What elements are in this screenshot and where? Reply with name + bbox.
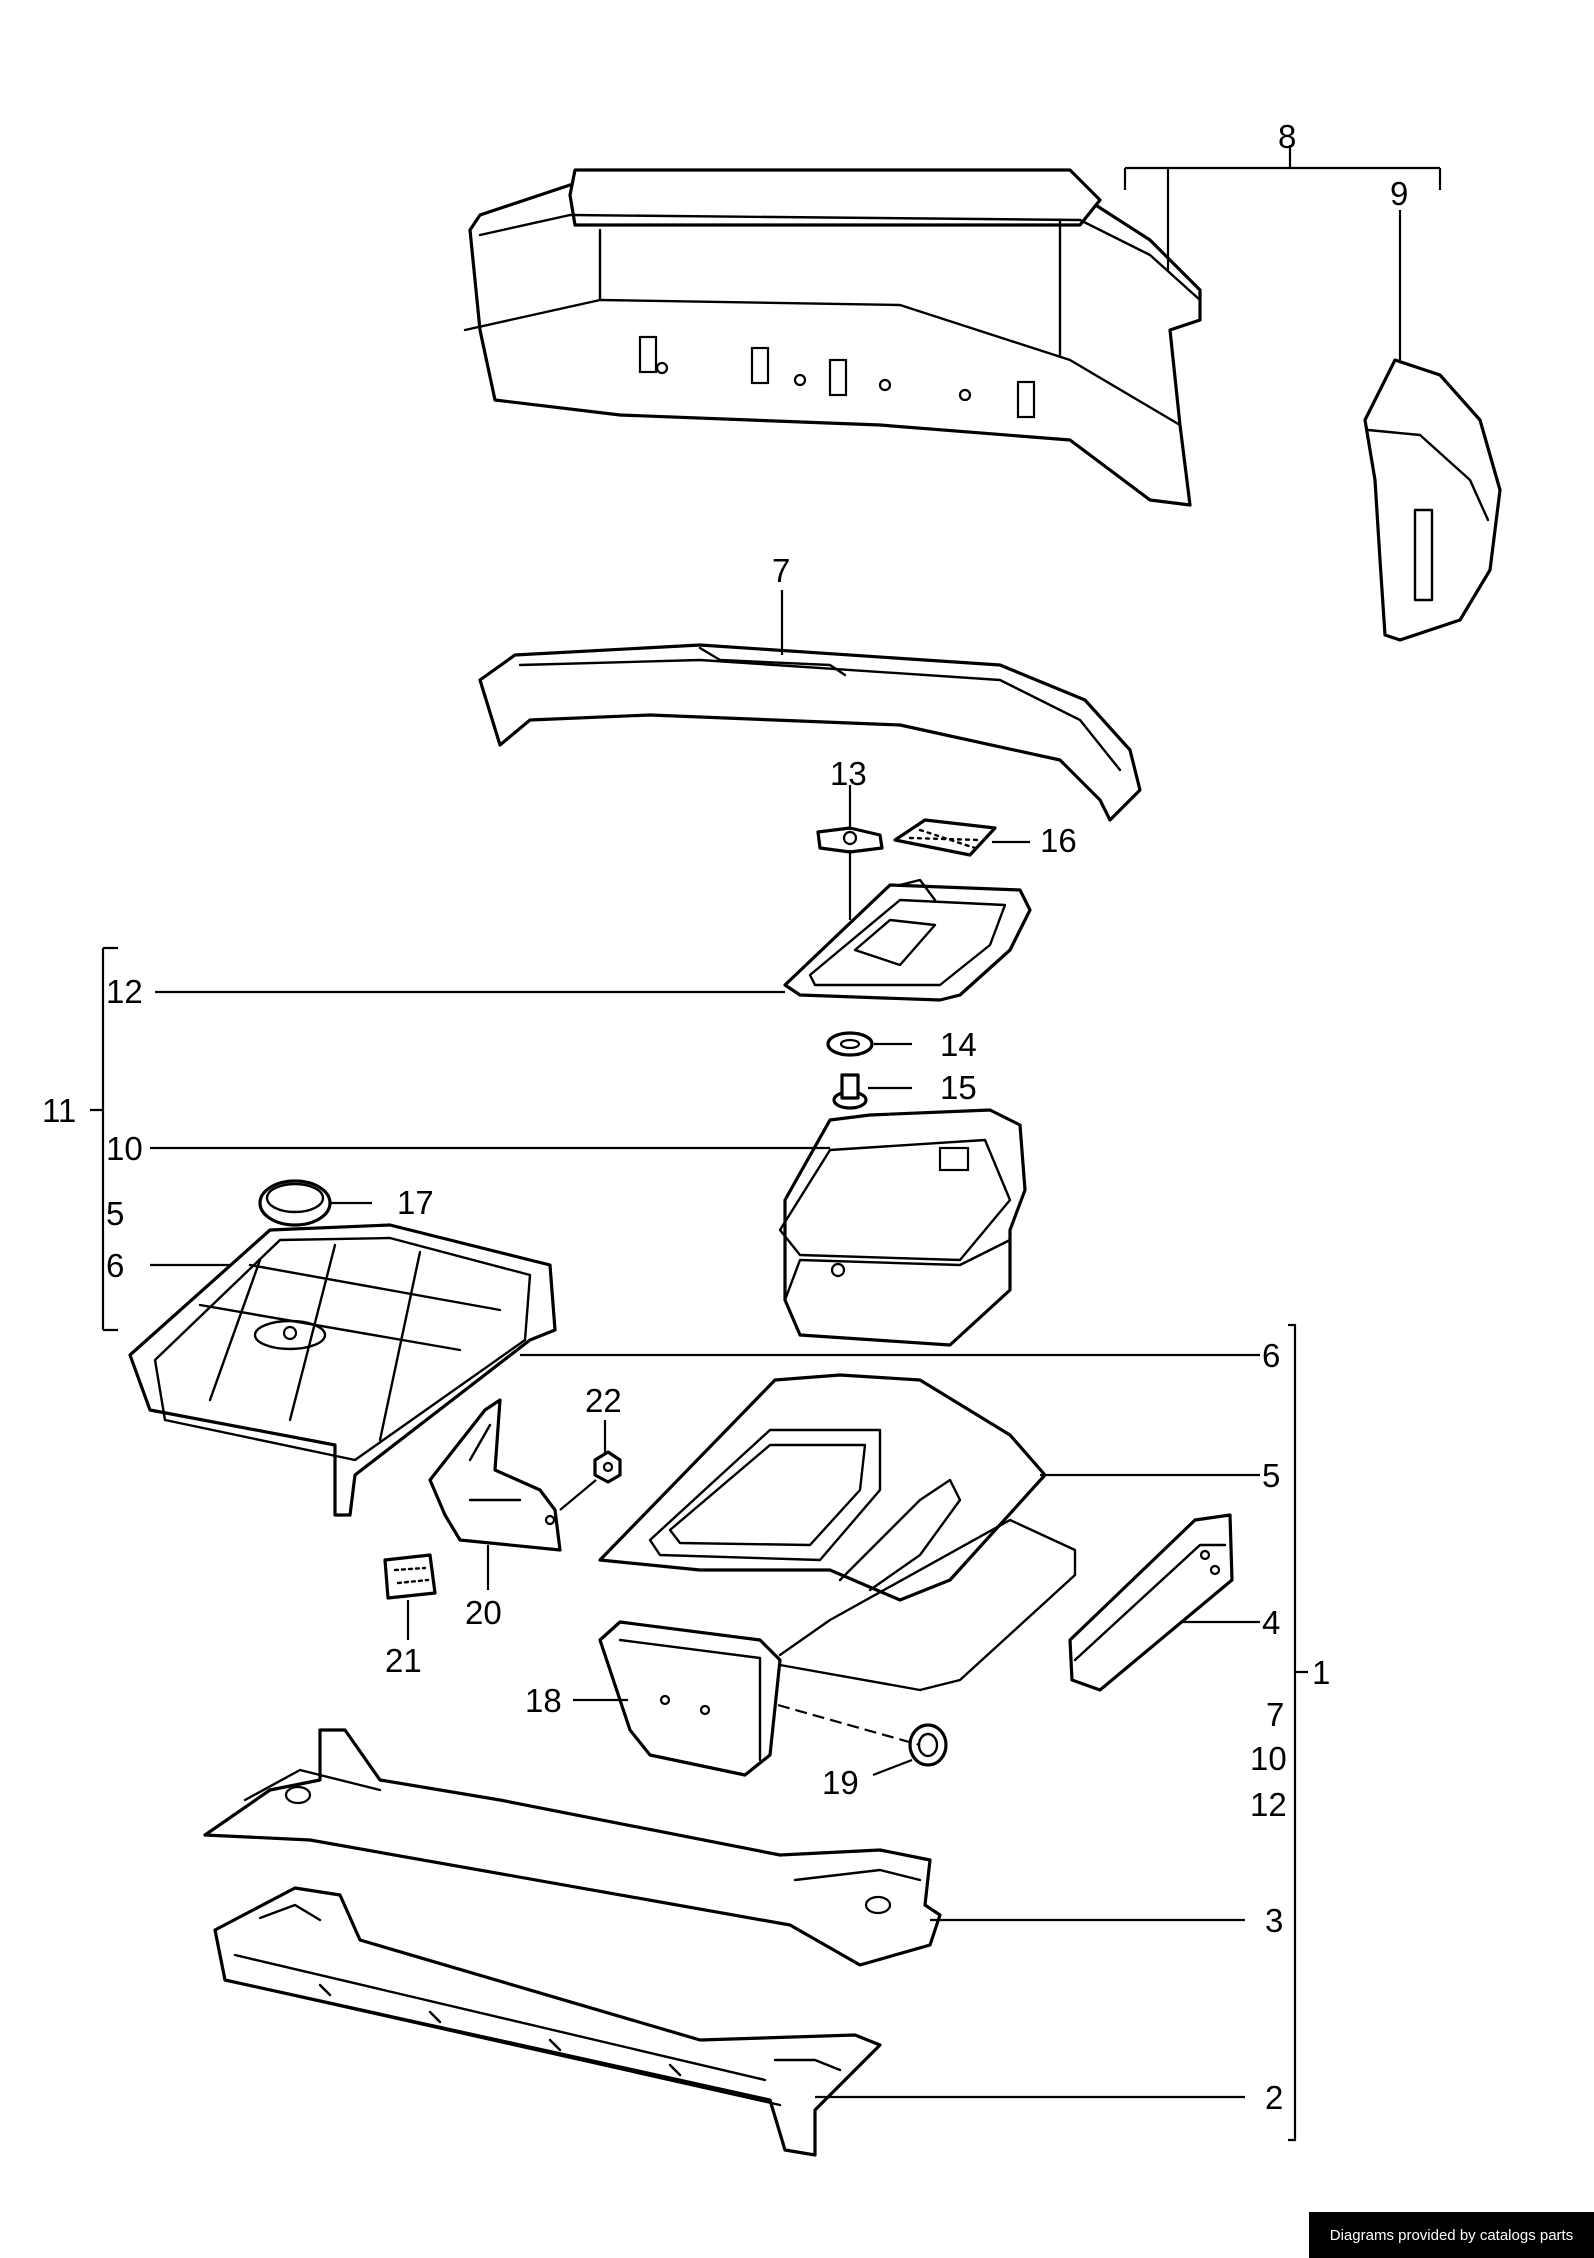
callout-14: 14	[940, 1026, 977, 1063]
part-12-tray-cover[interactable]	[783, 878, 1032, 1002]
part-14-washer[interactable]	[826, 1031, 874, 1057]
callout-6: 6	[106, 1247, 124, 1284]
callout-7-right: 7	[1266, 1696, 1284, 1733]
part-6-floor-tray[interactable]	[128, 1223, 557, 1517]
callout-13: 13	[830, 755, 867, 792]
part-15-screw[interactable]	[832, 1073, 868, 1110]
credit-text: Diagrams provided by catalogs parts	[1329, 2226, 1574, 2244]
credit-banner: Diagrams provided by catalogs parts	[1309, 2212, 1594, 2258]
part-19-grommet[interactable]	[908, 1723, 948, 1767]
callout-3: 3	[1265, 1902, 1283, 1939]
callout-7: 7	[772, 552, 790, 589]
callout-2: 2	[1265, 2079, 1283, 2116]
part-21-foam-block[interactable]	[383, 1553, 437, 1600]
part-8-rear-panel[interactable]	[463, 168, 1202, 507]
callout-19: 19	[822, 1764, 859, 1801]
callout-15: 15	[940, 1069, 977, 1106]
part-4-side-rail[interactable]	[1068, 1513, 1234, 1692]
callout-10-right: 10	[1250, 1740, 1287, 1777]
leader-lines	[90, 145, 1442, 2142]
part-20-bracket[interactable]	[428, 1398, 562, 1552]
callout-6-right: 6	[1262, 1337, 1280, 1374]
callout-10: 10	[106, 1130, 143, 1167]
part-10-storage-tray[interactable]	[778, 1108, 1027, 1347]
callout-5: 5	[106, 1195, 124, 1232]
callout-17: 17	[397, 1184, 434, 1221]
callout-11: 11	[42, 1092, 76, 1129]
callout-22: 22	[585, 1382, 622, 1419]
part-7-cross-member[interactable]	[478, 643, 1142, 822]
callout-labels: 8 9 7 13 16 12 14 15 11 10 17 5 6 6 22 5…	[42, 118, 1408, 2116]
callout-12: 12	[106, 973, 143, 1010]
part-5-spare-well[interactable]	[598, 1373, 1047, 1602]
callout-1: 1	[1312, 1654, 1330, 1691]
part-22-nut[interactable]	[593, 1450, 622, 1484]
part-3-floor-panel[interactable]	[203, 1728, 942, 1967]
part-2-floor-member[interactable]	[213, 1886, 882, 2157]
callout-21: 21	[385, 1642, 422, 1679]
callout-16: 16	[1040, 822, 1077, 859]
callout-9: 9	[1390, 175, 1408, 212]
callout-20: 20	[465, 1594, 502, 1631]
part-16-pad[interactable]	[893, 818, 997, 857]
part-17-grommet[interactable]	[258, 1179, 332, 1227]
callout-18: 18	[525, 1682, 562, 1719]
callout-8: 8	[1278, 118, 1296, 155]
part-9-side-panel[interactable]	[1363, 358, 1502, 642]
part-13-clip[interactable]	[816, 826, 884, 854]
callout-4: 4	[1262, 1604, 1280, 1641]
callout-5-right: 5	[1262, 1457, 1280, 1494]
callout-12-right: 12	[1250, 1786, 1287, 1823]
part-18-inner-frame[interactable]	[598, 1518, 1077, 1777]
